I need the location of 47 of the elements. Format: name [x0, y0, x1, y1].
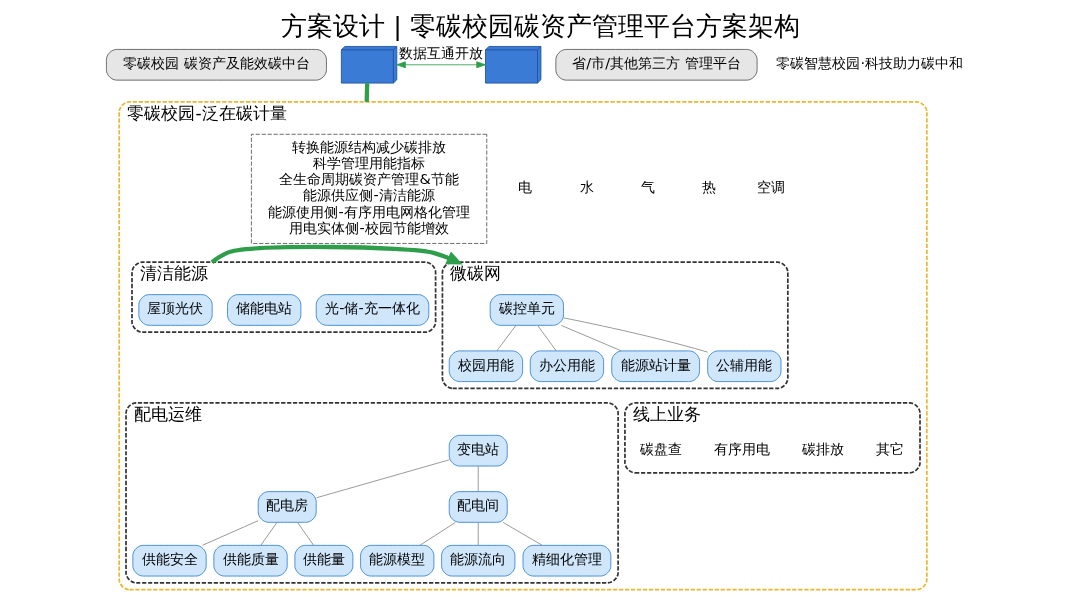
- label: 气: [640, 179, 655, 196]
- label: 碳排放: [801, 441, 844, 458]
- node-box: 零碳校园 碳资产及能效碳中台: [105, 49, 327, 81]
- node-box: 屋顶光伏: [137, 294, 213, 326]
- connector: [536, 325, 557, 352]
- label: 零碳智慧校园·科技助力碳中和: [775, 55, 963, 72]
- connector: [201, 520, 259, 546]
- connector: [502, 522, 543, 546]
- node-box: 能源流向: [440, 544, 515, 577]
- node-box: 配电房: [257, 491, 317, 523]
- node-box: 校园用能: [448, 350, 523, 383]
- connector: [496, 325, 516, 352]
- label: 碳盘查: [639, 441, 682, 458]
- edge-label: 数据互通开放: [398, 44, 483, 61]
- node-box: 供能量: [293, 544, 353, 577]
- label: 热: [701, 179, 716, 196]
- node-box: 变电站: [448, 434, 508, 467]
- connector: [562, 317, 708, 353]
- node-box: 供能质量: [212, 544, 288, 577]
- node-box: 碳控单元: [489, 294, 564, 326]
- connector: [259, 522, 277, 546]
- connector: [315, 459, 450, 499]
- node-box: 办公用能: [529, 350, 604, 383]
- label: 水: [579, 179, 594, 196]
- label: 空调: [756, 179, 785, 196]
- node-box: 储能电站: [226, 294, 301, 326]
- connector: [296, 522, 314, 546]
- connector: [560, 325, 622, 352]
- node-box: 配电间: [448, 491, 508, 523]
- label: 其它: [875, 441, 904, 458]
- node-box: 供能安全: [131, 544, 207, 577]
- arrow: [395, 61, 486, 69]
- node-box: 光-储-充一体化: [315, 294, 429, 326]
- node-box: 省/市/其他第三方 管理平台: [554, 49, 758, 81]
- node-box: 公辅用能: [706, 350, 781, 383]
- connector: [477, 465, 479, 492]
- diagram-title: 方案设计 | 零碳校园碳资产管理平台方案架构: [280, 11, 800, 42]
- node-box: 能源模型: [359, 544, 434, 577]
- node-box: 精细化管理: [522, 544, 611, 577]
- connector: [477, 522, 479, 546]
- connector: [418, 522, 456, 546]
- node-box: 能源站计量: [610, 350, 700, 383]
- label: 有序用电: [713, 441, 770, 458]
- connector: [364, 83, 369, 102]
- label: 电: [517, 179, 532, 196]
- node-box: 转换能源结构减少碳排放 科学管理用能指标 全生命周期碳资产管理&节能 能源供应侧-清洁能源 能源使用侧-有序用电网格化管理 用电实体侧-校园节能增效: [250, 133, 487, 244]
- arrow: [210, 244, 463, 265]
